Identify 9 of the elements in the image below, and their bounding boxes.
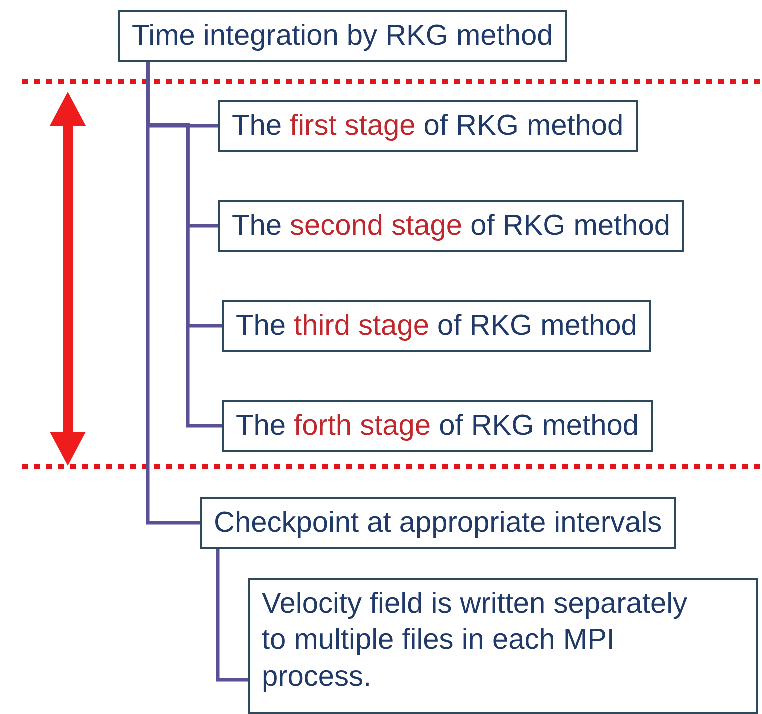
text-box: The second stage of RKG method [218,200,684,252]
connector-line [216,549,248,682]
connector-line [146,62,200,525]
text-box: The first stage of RKG method [218,100,638,152]
text-box: The forth stage of RKG method [222,400,653,452]
text-box: Velocity field is written separately to multiple files in each MPI process. [248,578,758,714]
text-box: The third stage of RKG method [222,300,652,352]
text-box: Time integration by RKG method [118,10,568,62]
text-box: Checkpoint at appropriate intervals [200,497,676,550]
